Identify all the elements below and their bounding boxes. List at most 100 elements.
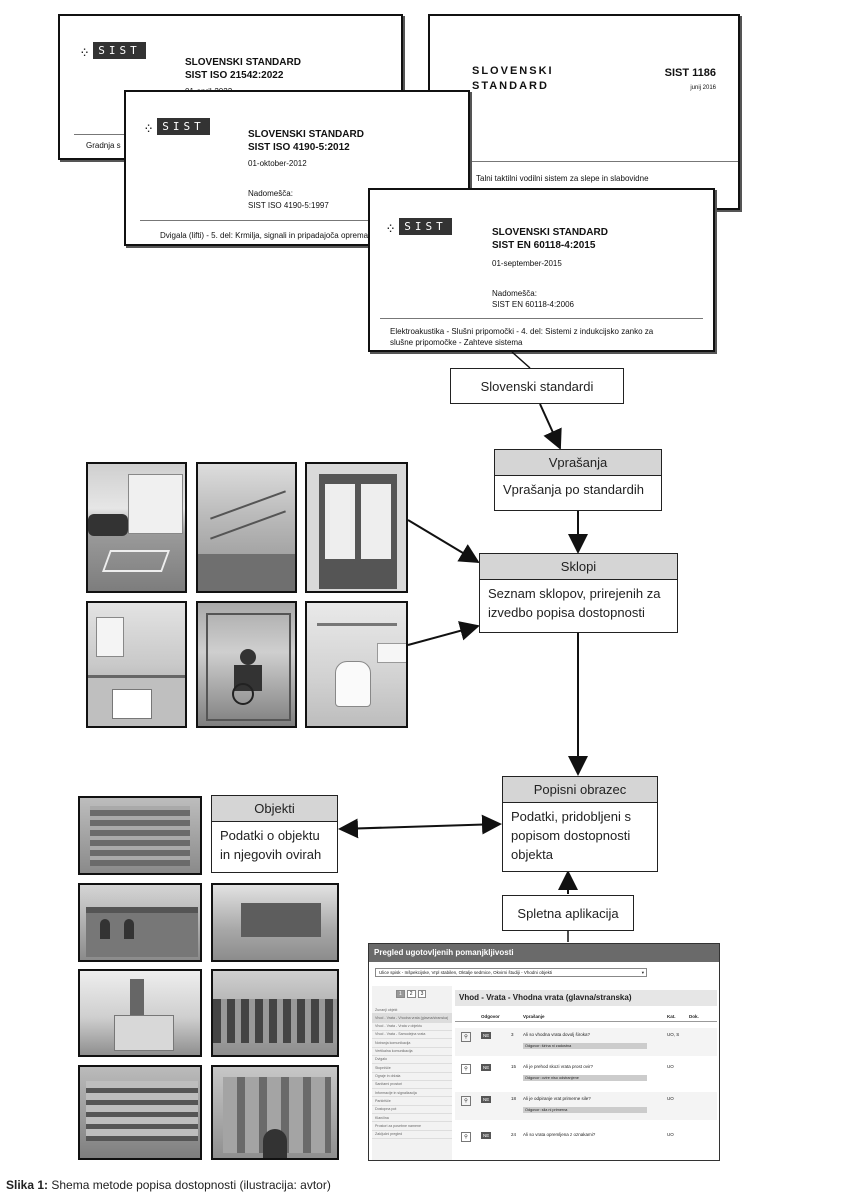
caption-text: Shema metode popisa dostopnosti (ilustra… [48, 1178, 331, 1192]
answer-button[interactable]: NE [481, 1032, 492, 1039]
sidebar-item[interactable]: Prostori za posebne namene [372, 1122, 452, 1131]
sidebar-item[interactable]: Dvigalo [372, 1056, 452, 1065]
sidebar-item[interactable]: Dostopna pot [372, 1106, 452, 1115]
doc-date: 01-oktober-2012 [248, 159, 307, 168]
sidebar-item[interactable]: Vertikalna komunikacija [372, 1048, 452, 1056]
answer-button[interactable]: NE [481, 1132, 492, 1139]
question-number: 3 [511, 1032, 514, 1037]
search-icon[interactable]: ⚲ [461, 1032, 471, 1042]
figure-caption: Slika 1: Shema metode popisa dostopnosti… [6, 1178, 331, 1192]
doc-title: SLOVENSKI STANDARD [472, 65, 554, 93]
search-icon[interactable]: ⚲ [461, 1096, 471, 1106]
sist-logo: ·:· SIST [386, 218, 452, 235]
doc-date: 01-september-2015 [492, 259, 562, 268]
photo-church [78, 969, 202, 1057]
doc-footer: Dvigala (lifti) - 5. del: Krmilja, signa… [160, 231, 369, 240]
photo-door [305, 462, 408, 593]
doc-footer: Talni taktilni vodilni sistem za slepe i… [476, 174, 649, 183]
slovenski-standardi-box: Slovenski standardi [450, 368, 624, 404]
doc-date: junij 2016 [690, 85, 716, 91]
popisni-obrazec-box: Popisni obrazec Podatki, pridobljeni s p… [502, 776, 658, 872]
doc-footer: Gradnja s [86, 141, 121, 150]
photo-building-3 [211, 883, 339, 962]
col-kat: Kat. [667, 1014, 676, 1019]
vprasanja-head: Vprašanja [495, 450, 661, 476]
sist-dots-icon: ·:· [80, 42, 89, 59]
sidebar-item[interactable]: Ograje in držala [372, 1073, 452, 1081]
sidebar-item[interactable]: Zunanji objekt [372, 1006, 452, 1015]
sidebar-item[interactable]: Notranja komunikacija [372, 1039, 452, 1048]
pager-item[interactable]: 3 [417, 990, 427, 998]
popisni-obrazec-body: Podatki, pridobljeni s popisom dostopnos… [511, 809, 631, 862]
table-row: ⚲ NE 3 Ali so vhodna vrata dovolj široka? Od… [455, 1028, 717, 1056]
sidebar-item[interactable]: Informacije in signalizacija [372, 1089, 452, 1098]
search-icon[interactable]: ⚲ [461, 1132, 471, 1142]
photo-toilet [305, 601, 408, 728]
app-header: Pregled ugotovljenih pomanjkljivosti [369, 944, 719, 962]
objekti-box: Objekti Podatki o objektu in njegovih ov… [211, 795, 338, 873]
answer-text: Odgovor: širina ni zadostna [523, 1043, 647, 1049]
sidebar-item[interactable]: Parkirišče [372, 1097, 452, 1106]
object-select[interactable]: Ulice spisk - Inšpekcijske, Vrpl stabile… [375, 968, 647, 977]
popisni-obrazec-head: Popisni obrazec [503, 777, 657, 803]
answer-text: Odgovor: ovire niso odstranjene [523, 1075, 647, 1081]
sist-dots-icon: ·:· [386, 218, 395, 235]
question-number: 18 [511, 1096, 517, 1101]
sklopi-box: Sklopi Seznam sklopov, prirejenih za izv… [479, 553, 678, 633]
vprasanja-body: Vprašanja po standardih [503, 482, 644, 497]
sklopi-body: Seznam sklopov, prirejenih za izvedbo po… [488, 586, 661, 620]
doc-title: SLOVENSKI STANDARD [185, 57, 301, 68]
spletna-aplikacija-box: Spletna aplikacija [502, 895, 634, 931]
doc-replaces-label: Nadomešča: [248, 189, 293, 198]
doc-code: SIST EN 60118-4:2015 [492, 240, 596, 251]
vprasanja-box: Vprašanja Vprašanja po standardih [494, 449, 662, 511]
photo-parking [86, 462, 187, 593]
doc-code: SIST ISO 4190-5:2012 [248, 142, 350, 153]
standard-document-en-60118: ·:· SIST SLOVENSKI STANDARD SIST EN 6011… [368, 188, 715, 352]
answer-button[interactable]: NE [481, 1064, 492, 1071]
sist-logo: ·:· SIST [144, 118, 210, 135]
sidebar-item[interactable]: Klančina [372, 1114, 452, 1123]
category: UO, S [667, 1032, 680, 1037]
category: UO [667, 1132, 674, 1137]
sklopi-head: Sklopi [480, 554, 677, 580]
doc-code: SIST 1186 [664, 67, 716, 79]
sidebar-item[interactable]: Vhod - Vrata - Samodejna vrata [372, 1031, 452, 1040]
doc-replaces: SIST EN 60118-4:2006 [492, 300, 574, 309]
objekti-head: Objekti [212, 796, 337, 822]
photo-ramp [196, 462, 297, 593]
pager-item[interactable]: 1 [396, 990, 405, 998]
col-dok: Dok. [689, 1014, 699, 1019]
photo-counter [86, 601, 187, 728]
photo-building-4 [211, 969, 339, 1057]
question-text: Ali so vhodna vrata dovolj široka? [523, 1032, 591, 1037]
col-vprasanje: Vprašanje [523, 1014, 545, 1019]
doc-title: SLOVENSKI STANDARD [248, 129, 364, 140]
sidebar-item[interactable]: Vhod - Vrata - Vhodna vrata (glavna/stra… [372, 1014, 452, 1023]
objekti-body: Podatki o objektu in njegovih ovirah [220, 828, 322, 862]
photo-building-2 [78, 883, 202, 962]
caption-label: Slika 1: [6, 1178, 49, 1192]
table-rows: ⚲ NE 3 Ali so vhodna vrata dovolj široka? Od… [455, 1024, 717, 1160]
sist-logo: ·:· SIST [80, 42, 146, 59]
question-text: Ali je odpiranje vrat primerne sile? [523, 1096, 591, 1101]
doc-code: SIST ISO 21542:2022 [185, 70, 284, 81]
doc-replaces-label: Nadomešča: [492, 289, 537, 298]
answer-button[interactable]: NE [481, 1096, 492, 1103]
sidebar-item[interactable]: Zaključni pregled [372, 1131, 452, 1139]
doc-title: SLOVENSKI STANDARD [492, 227, 608, 238]
search-icon[interactable]: ⚲ [461, 1064, 471, 1074]
sidebar-item[interactable]: Sanitarni prostori [372, 1081, 452, 1090]
sist-dots-icon: ·:· [144, 118, 153, 135]
sidebar-item[interactable]: Stopnišče [372, 1064, 452, 1073]
pager: 1 2 3 [372, 986, 452, 998]
doc-footer: Elektroakustika - Slušni pripomočki - 4.… [390, 327, 654, 348]
sidebar-item[interactable]: Vhod - Vrata - Vrata v objektu [372, 1023, 452, 1031]
pager-item[interactable]: 2 [406, 990, 416, 998]
question-text: Ali je prehod skozi vrata prost ovir? [523, 1064, 594, 1069]
